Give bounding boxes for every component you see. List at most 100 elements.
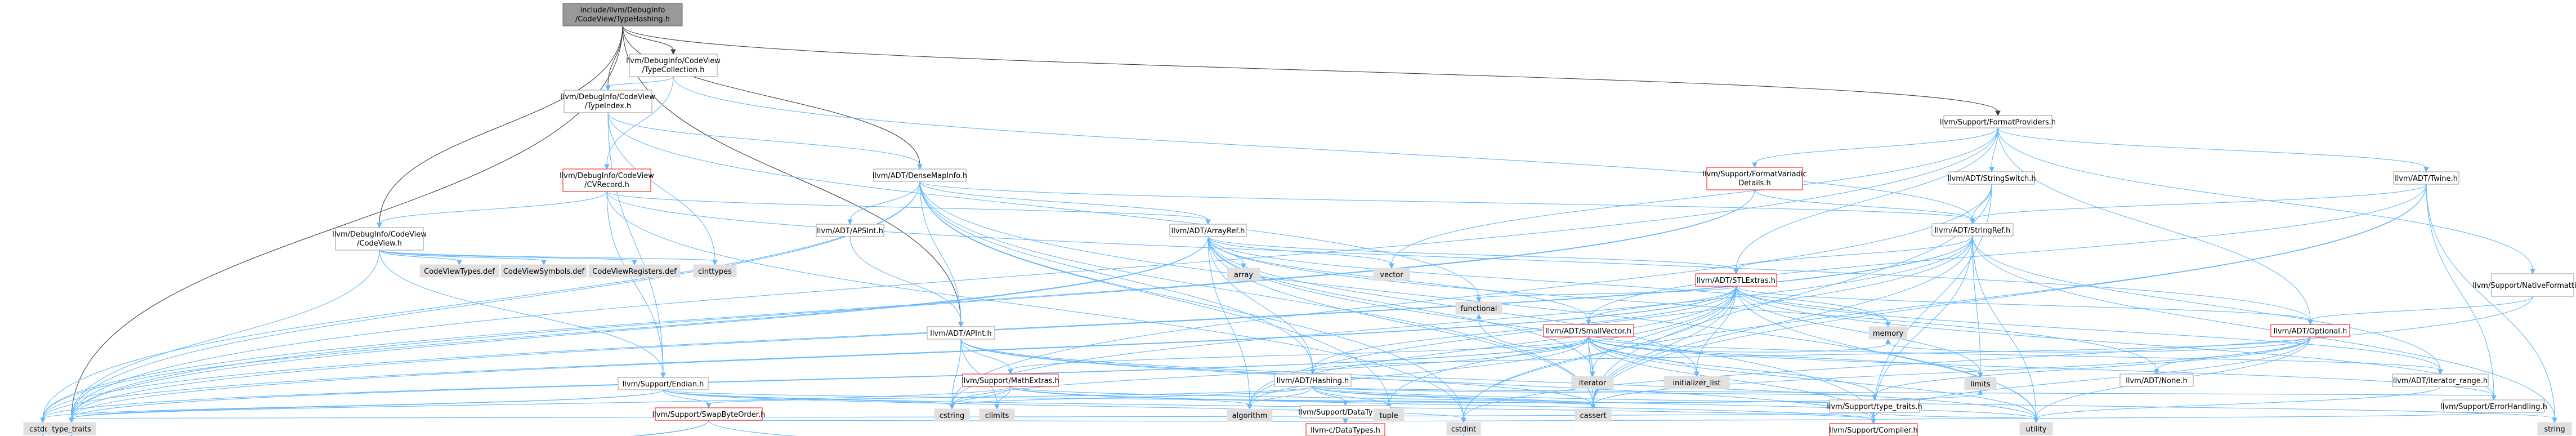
header-node-smallvector[interactable]: llvm/ADT/SmallVector.h xyxy=(1543,324,1634,337)
node-label: llvm/ADT/ArrayRef.h xyxy=(1171,227,1245,235)
header-node-typeindex[interactable]: llvm/DebugInfo/CodeView/TypeIndex.h xyxy=(561,90,655,113)
system-header-node-cassert: cassert xyxy=(1575,408,1612,422)
system-header-node-type_traits: type_traits xyxy=(47,422,96,435)
include-edge-codeview-to-type_traits xyxy=(69,250,380,424)
include-edge-hashing-to-datatypes xyxy=(1312,386,1348,407)
include-edge-swapbyteorder-to-compiler xyxy=(708,419,1876,425)
node-label: Details.h xyxy=(1738,179,1770,188)
include-edge-nativeformatting-to-optional xyxy=(2307,296,2533,326)
header-node-compiler[interactable]: llvm/Support/Compiler.h xyxy=(1829,423,1918,436)
include-edge-optional-to-memory xyxy=(1885,336,2311,353)
node-label: initializer_list xyxy=(1672,379,1720,388)
node-label: llvm/ADT/Optional.h xyxy=(2274,327,2347,336)
include-edge-formatproviders-to-stlextras xyxy=(1733,127,1998,275)
node-label: llvm/Support/type_traits.h xyxy=(1827,403,1922,411)
node-label: limits xyxy=(1970,380,1991,389)
header-node-swapbyteorder[interactable]: llvm/Support/SwapByteOrder.h xyxy=(652,407,766,421)
include-edge-typeindex-to-endian xyxy=(607,112,666,379)
include-edge-root-to-typecollection xyxy=(622,25,676,55)
node-label: climits xyxy=(985,412,1009,420)
node-label: utility xyxy=(2026,425,2047,434)
system-header-node-climits: climits xyxy=(979,408,1015,422)
node-label: llvm/ADT/iterator_range.h xyxy=(2393,377,2488,385)
include-edge-densemapinfo-to-cstddef xyxy=(40,181,920,424)
system-header-node-cvsymbols: CodeViewSymbols.def xyxy=(500,264,587,278)
include-edge-formatproviders-to-optional xyxy=(1997,127,2313,326)
header-node-mathextras[interactable]: llvm/Support/MathExtras.h xyxy=(961,373,1059,387)
header-node-root: include/llvm/DebugInfo/CodeView/TypeHash… xyxy=(562,3,683,26)
include-edge-arrayref-to-algorithm xyxy=(1208,236,1253,410)
header-node-twine[interactable]: llvm/ADT/Twine.h xyxy=(2393,171,2459,185)
node-label: iterator xyxy=(1579,379,1607,388)
header-node-cdatatypes[interactable]: llvm-c/DataTypes.h xyxy=(1305,423,1385,436)
include-edge-stringswitch-to-cassert xyxy=(1590,184,1992,410)
include-edge-typecollection-to-typeindex xyxy=(605,76,674,91)
header-node-arrayref[interactable]: llvm/ADT/ArrayRef.h xyxy=(1169,224,1247,237)
include-edge-smallvector-to-errorhandling xyxy=(1588,336,2497,401)
node-label: tuple xyxy=(1379,412,1398,420)
include-edge-twine-to-errorhandling xyxy=(2426,184,2497,401)
header-node-typecollection[interactable]: llvm/DebugInfo/CodeView/TypeCollection.h xyxy=(626,54,721,77)
system-header-node-cinttypes: cinttypes xyxy=(693,264,737,278)
system-header-node-algorithm: algorithm xyxy=(1227,408,1273,422)
header-node-stlextras[interactable]: llvm/ADT/STLExtras.h xyxy=(1695,273,1777,287)
node-label: llvm/ADT/STLExtras.h xyxy=(1697,277,1776,285)
node-label: llvm/ADT/SmallVector.h xyxy=(1546,327,1631,336)
include-edge-codeview-to-cvregisters xyxy=(379,250,637,266)
system-header-node-limits: limits xyxy=(1964,377,1997,390)
node-label: llvm/Support/DataTypes.h xyxy=(1298,408,1393,417)
header-node-optional[interactable]: llvm/ADT/Optional.h xyxy=(2270,324,2350,337)
system-header-node-functional: functional xyxy=(1455,301,1502,315)
node-label: cinttypes xyxy=(698,268,732,276)
header-node-none[interactable]: llvm/ADT/None.h xyxy=(2119,373,2194,387)
header-node-iteratorrange[interactable]: llvm/ADT/iterator_range.h xyxy=(2392,373,2489,387)
header-node-stringswitch[interactable]: llvm/ADT/StringSwitch.h xyxy=(1947,171,2036,185)
system-header-node-array: array xyxy=(1227,268,1260,281)
system-header-node-utility: utility xyxy=(2019,422,2053,435)
node-label: llvm/ADT/None.h xyxy=(2126,377,2187,385)
node-label: llvm/DebugInfo/CodeView xyxy=(561,93,655,101)
node-label: llvm/ADT/Hashing.h xyxy=(1277,377,1349,385)
node-label: llvm/DebugInfo/CodeView xyxy=(332,230,427,239)
header-node-typetraitsllvm[interactable]: llvm/Support/type_traits.h xyxy=(1827,399,1922,413)
node-label: llvm/ADT/StringSwitch.h xyxy=(1947,175,2036,183)
header-node-nativeformatting[interactable]: llvm/Support/NativeFormatting.h xyxy=(2472,273,2576,297)
include-edge-typeindex-to-densemapinfo xyxy=(607,112,923,170)
header-node-endian[interactable]: llvm/Support/Endian.h xyxy=(618,377,709,390)
include-edge-cvrecord-to-codeview xyxy=(377,191,607,229)
include-edge-densemapinfo-to-apsint xyxy=(847,181,920,225)
node-label: type_traits xyxy=(52,425,91,434)
node-label: CodeViewSymbols.def xyxy=(503,268,585,276)
include-edge-stlextras-to-functional xyxy=(1476,286,1737,303)
system-header-node-cstdint: cstdint xyxy=(1446,422,1481,435)
include-edge-optional-to-typetraitsllvm xyxy=(1872,336,2311,401)
include-edge-endian-to-cstdint xyxy=(663,389,1466,424)
include-edge-mathextras-to-climits xyxy=(994,386,1011,410)
node-label: /CodeView.h xyxy=(357,239,402,248)
include-edge-densemapinfo-to-arrayref xyxy=(919,181,1211,225)
header-node-formatproviders[interactable]: llvm/Support/FormatProviders.h xyxy=(1940,115,2056,128)
include-edge-formatproviders-to-twine xyxy=(1997,127,2429,173)
include-edge-apint-to-mathextras xyxy=(960,339,1013,375)
node-label: llvm/ADT/DenseMapInfo.h xyxy=(873,172,967,180)
header-node-stringref[interactable]: llvm/ADT/StringRef.h xyxy=(1931,223,2014,237)
node-label: vector xyxy=(1380,271,1403,279)
system-header-node-vector: vector xyxy=(1373,268,1410,281)
include-edge-codeview-to-cinttypes xyxy=(379,250,718,266)
header-node-densemapinfo[interactable]: llvm/ADT/DenseMapInfo.h xyxy=(873,168,967,182)
node-label: cstdint xyxy=(1451,425,1476,434)
node-label: llvm/Support/MathExtras.h xyxy=(961,377,1059,385)
header-node-cvrecord[interactable]: llvm/DebugInfo/CodeView/CVRecord.h xyxy=(560,168,654,192)
header-node-apint[interactable]: llvm/ADT/APInt.h xyxy=(927,326,995,340)
system-header-node-cstring: cstring xyxy=(934,408,970,422)
header-node-apsint[interactable]: llvm/ADT/APSInt.h xyxy=(816,224,884,237)
header-node-errorhandling[interactable]: llvm/Support/ErrorHandling.h xyxy=(2440,399,2547,413)
node-label: llvm/DebugInfo/CodeView xyxy=(626,57,721,65)
header-node-codeview[interactable]: llvm/DebugInfo/CodeView/CodeView.h xyxy=(332,227,427,251)
header-node-hashing[interactable]: llvm/ADT/Hashing.h xyxy=(1274,373,1352,387)
include-edge-formatvariadic-to-stringref xyxy=(1754,189,1975,225)
include-edge-stringref-to-stlextras xyxy=(1733,235,1973,275)
include-edge-formatproviders-to-nativeformatting xyxy=(1997,127,2535,275)
